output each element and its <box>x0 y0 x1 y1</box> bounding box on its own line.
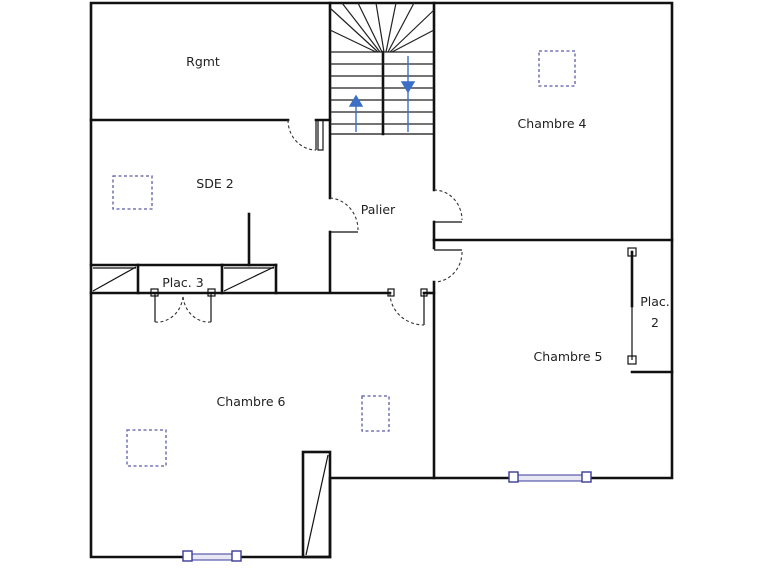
door-chambre6-latch <box>387 288 395 297</box>
doors <box>150 119 637 365</box>
label-plac3: Plac. 3 <box>162 275 203 290</box>
room-labels: Rgmt Chambre 4 SDE 2 Palier Plac. 3 Cham… <box>162 54 669 409</box>
wall-chambre6-notch <box>301 450 332 559</box>
stair-winder-1 <box>329 7 379 53</box>
stair-down-arrow-head <box>400 81 416 94</box>
label-chambre5: Chambre 5 <box>534 349 603 364</box>
door-chambre6-hinge <box>420 288 428 297</box>
door-plac3-left-swing <box>154 294 184 323</box>
shelf-left-diagonal <box>92 266 137 292</box>
label-palier: Palier <box>361 202 396 217</box>
ceiling-fixture-chambre4 <box>538 50 576 87</box>
window-chambre6 <box>186 553 238 561</box>
door-chambre5-swing <box>433 251 463 283</box>
stair-winder-8 <box>391 29 435 53</box>
stair-winder-7 <box>389 9 435 53</box>
stair-winder-5 <box>385 2 397 53</box>
placard-shelves <box>92 266 275 292</box>
notch-diagonal <box>305 454 329 556</box>
shelf-right-diagonal <box>223 266 275 292</box>
stair-winder-9 <box>329 29 377 53</box>
door-plac2-top-hinge <box>627 247 637 257</box>
interior-walls <box>89 1 674 559</box>
door-plac3-left-hinge <box>150 288 159 297</box>
label-chambre4: Chambre 4 <box>518 116 587 131</box>
window-chambre5-right-frame <box>581 471 592 483</box>
window-chambre5 <box>512 474 588 482</box>
door-chambre4-swing <box>433 189 463 221</box>
window-chambre5-left-frame <box>508 471 519 483</box>
fixtures <box>112 50 576 467</box>
ceiling-fixture-sde2 <box>112 175 153 210</box>
label-sde2: SDE 2 <box>196 176 233 191</box>
label-chambre6: Chambre 6 <box>217 394 286 409</box>
window-chambre6-left-frame <box>182 550 193 562</box>
stair-winder-4 <box>375 2 385 53</box>
ceiling-fixture-chambre6-right <box>361 395 390 432</box>
stair-winder-2 <box>341 2 381 53</box>
label-plac2-line1: Plac. <box>640 294 670 309</box>
stair-winder-3 <box>357 2 383 53</box>
door-chambre6-swing <box>389 292 425 326</box>
door-rgmt-jamb <box>317 119 324 151</box>
stair-up-arrow-head <box>348 94 364 107</box>
door-plac2-bottom-hinge <box>627 355 637 365</box>
door-plac3-right-hinge <box>207 288 216 297</box>
staircase <box>329 2 435 136</box>
label-plac2-line2: 2 <box>651 315 659 330</box>
stair-winder-6 <box>387 2 415 53</box>
label-rgmt: Rgmt <box>186 54 220 69</box>
door-rgmt-swing <box>287 119 317 151</box>
window-chambre6-right-frame <box>231 550 242 562</box>
door-sde2-swing <box>329 197 359 231</box>
windows <box>182 471 592 562</box>
ceiling-fixture-chambre6-left <box>126 429 167 467</box>
door-plac3-right-swing <box>182 294 212 323</box>
